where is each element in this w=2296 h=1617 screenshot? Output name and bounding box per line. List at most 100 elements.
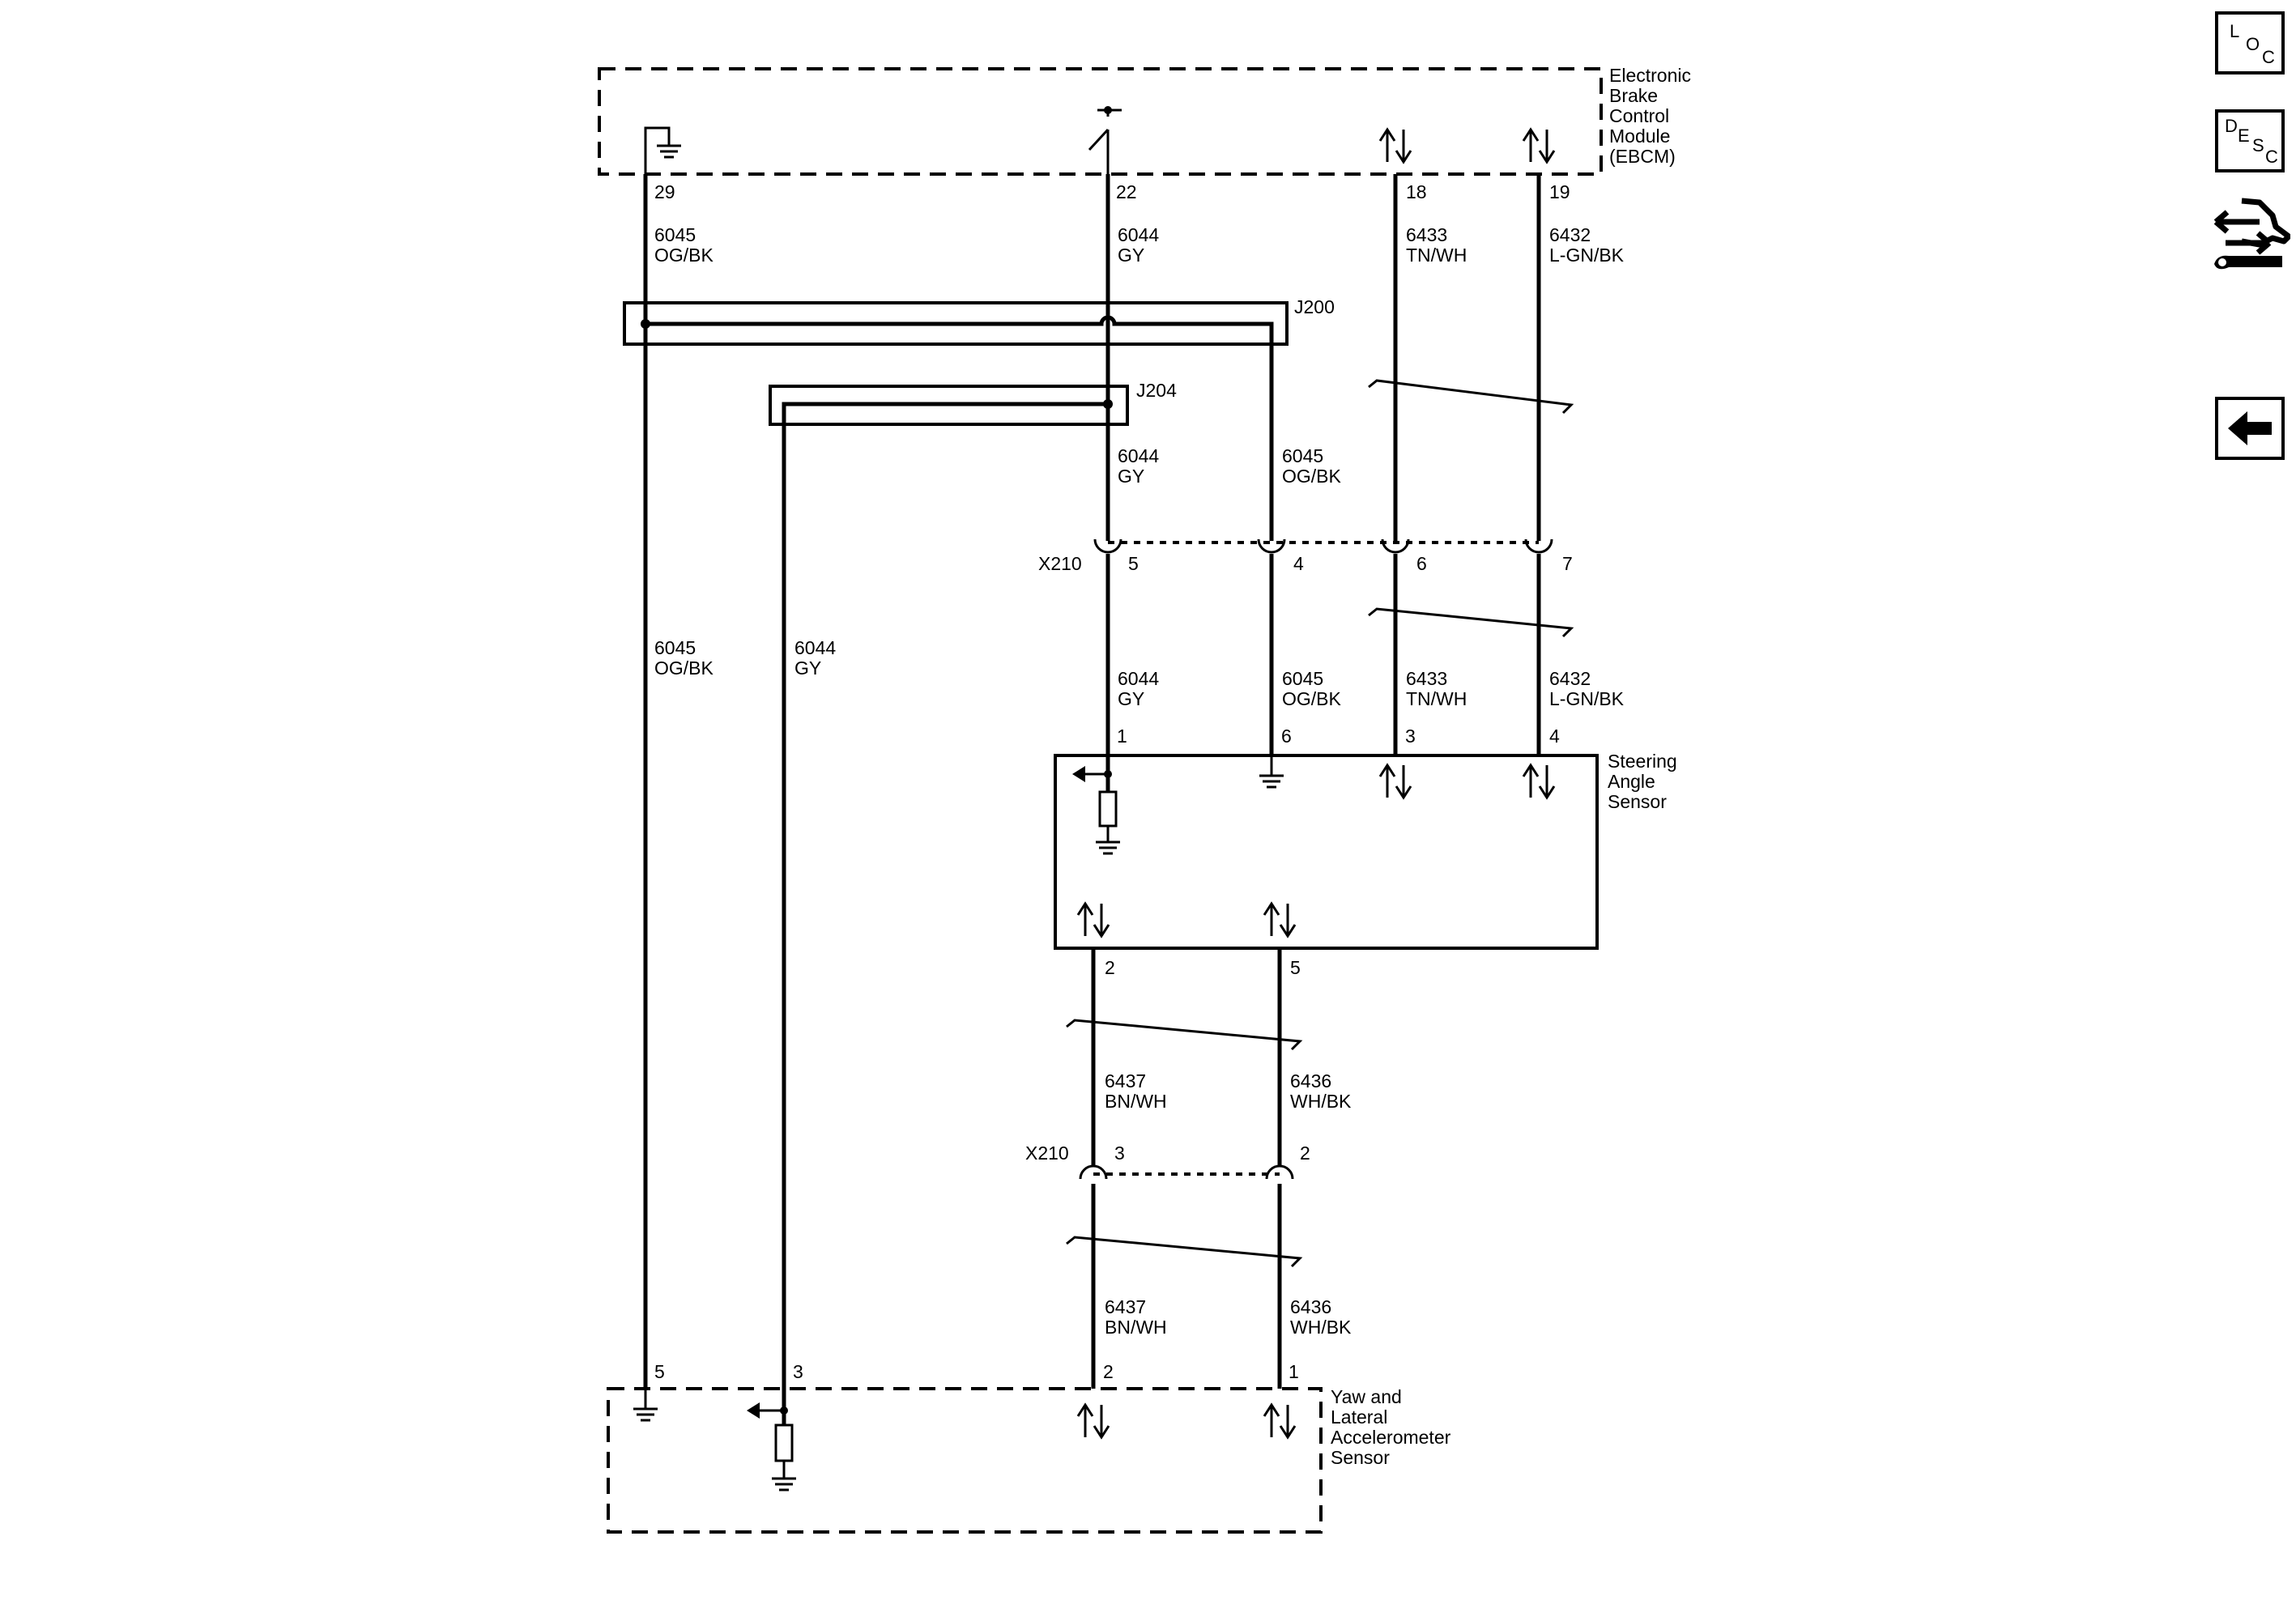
twisted-pair-marker bbox=[1368, 379, 1574, 415]
connector-repair-icon[interactable] bbox=[2209, 194, 2292, 283]
yaw-sensor-outline bbox=[607, 1387, 1323, 1534]
svg-text:Steering: Steering bbox=[1608, 751, 1677, 772]
j200-splice-pack bbox=[623, 301, 1289, 346]
ebcm-label-line2: Brake bbox=[1609, 85, 1658, 106]
svg-text:GY: GY bbox=[794, 657, 821, 679]
bidirectional-arrow-icon bbox=[1076, 1402, 1110, 1440]
wire-label-6044-sas: 6044 GY bbox=[1118, 668, 1159, 709]
back-button[interactable] bbox=[2215, 397, 2285, 460]
bidirectional-arrow-icon bbox=[1263, 1402, 1297, 1440]
ebcm-pin-29: 29 bbox=[654, 181, 675, 202]
wire-label-6045-sas: 6045 OG/BK bbox=[1282, 668, 1342, 709]
sas-pin-2: 2 bbox=[1105, 957, 1115, 978]
wire-label-6045-mid: 6045 OG/BK bbox=[1282, 445, 1342, 487]
x210-lower-label: X210 bbox=[1025, 1143, 1069, 1164]
j204-bus bbox=[782, 402, 1108, 1389]
svg-text:WH/BK: WH/BK bbox=[1290, 1091, 1352, 1112]
switch-icon bbox=[1088, 106, 1122, 174]
bidirectional-arrow-icon bbox=[1522, 763, 1556, 800]
svg-text:GY: GY bbox=[1118, 245, 1144, 266]
yaw-pin-1: 1 bbox=[1289, 1361, 1299, 1382]
wire-label-6437-lower: 6437 BN/WH bbox=[1105, 1296, 1167, 1338]
yaw-pin-2: 2 bbox=[1103, 1361, 1114, 1382]
desc-button[interactable]: D E S C bbox=[2215, 109, 2285, 172]
svg-text:TN/WH: TN/WH bbox=[1406, 245, 1467, 266]
svg-text:OG/BK: OG/BK bbox=[1282, 466, 1342, 487]
svg-text:6436: 6436 bbox=[1290, 1070, 1331, 1091]
ground-icon bbox=[1259, 757, 1284, 789]
loc-letter-c: C bbox=[2262, 47, 2275, 67]
svg-text:6045: 6045 bbox=[1282, 445, 1323, 466]
ebcm-label-line1: Electronic bbox=[1609, 65, 1691, 86]
svg-text:6432: 6432 bbox=[1549, 668, 1591, 689]
x210-upper-terminals bbox=[1093, 530, 1553, 554]
x210-pin-5: 5 bbox=[1128, 553, 1139, 574]
x210-pin-3: 3 bbox=[1114, 1143, 1125, 1164]
svg-text:6045: 6045 bbox=[1282, 668, 1323, 689]
svg-text:6045: 6045 bbox=[654, 224, 696, 245]
ebcm-label-line5: (EBCM) bbox=[1609, 146, 1676, 167]
svg-text:6044: 6044 bbox=[1118, 224, 1159, 245]
svg-text:GY: GY bbox=[1118, 466, 1144, 487]
svg-text:6432: 6432 bbox=[1549, 224, 1591, 245]
wire-label-6044-left: 6044 GY bbox=[794, 637, 836, 679]
wire-label-6432-top: 6432 L-GN/BK bbox=[1549, 224, 1625, 266]
j204-label: J204 bbox=[1136, 380, 1177, 401]
x210-upper-label: X210 bbox=[1038, 553, 1082, 574]
loc-button[interactable]: L O C bbox=[2215, 11, 2285, 74]
x210-lower-terminals bbox=[1079, 1164, 1294, 1180]
twisted-pair-marker bbox=[1066, 1236, 1303, 1268]
svg-text:TN/WH: TN/WH bbox=[1406, 688, 1467, 709]
svg-text:6044: 6044 bbox=[794, 637, 836, 658]
svg-text:Accelerometer: Accelerometer bbox=[1331, 1427, 1451, 1448]
bidirectional-arrow-icon bbox=[1378, 763, 1412, 800]
x210-pin-2: 2 bbox=[1300, 1143, 1310, 1164]
loc-letter-l: L bbox=[2230, 21, 2240, 41]
svg-text:L-GN/BK: L-GN/BK bbox=[1549, 245, 1625, 266]
wire-label-6433-sas: 6433 TN/WH bbox=[1406, 668, 1467, 709]
svg-text:Angle: Angle bbox=[1608, 771, 1655, 792]
svg-text:6433: 6433 bbox=[1406, 668, 1447, 689]
resistor-to-ground-icon bbox=[1072, 757, 1120, 855]
svg-text:6433: 6433 bbox=[1406, 224, 1447, 245]
svg-text:OG/BK: OG/BK bbox=[654, 657, 714, 679]
ebcm-pin-19: 19 bbox=[1549, 181, 1570, 202]
svg-text:6044: 6044 bbox=[1118, 445, 1159, 466]
yaw-pin-5: 5 bbox=[654, 1361, 665, 1382]
bidirectional-arrow-icon bbox=[1378, 127, 1412, 164]
svg-text:6437: 6437 bbox=[1105, 1296, 1146, 1317]
bidirectional-arrow-icon bbox=[1522, 127, 1556, 164]
svg-text:6045: 6045 bbox=[654, 637, 696, 658]
x210-pin-4: 4 bbox=[1293, 553, 1304, 574]
twisted-pair-marker bbox=[1368, 607, 1574, 638]
loc-letter-o: O bbox=[2246, 34, 2260, 54]
svg-text:BN/WH: BN/WH bbox=[1105, 1091, 1167, 1112]
svg-text:OG/BK: OG/BK bbox=[654, 245, 714, 266]
svg-text:6436: 6436 bbox=[1290, 1296, 1331, 1317]
ebcm-label-line4: Module bbox=[1609, 126, 1670, 147]
svg-text:Sensor: Sensor bbox=[1608, 791, 1667, 812]
resistor-to-ground-icon bbox=[747, 1389, 796, 1491]
sas-pin-3: 3 bbox=[1405, 726, 1416, 747]
desc-letter-s: S bbox=[2252, 135, 2264, 155]
svg-text:WH/BK: WH/BK bbox=[1290, 1317, 1352, 1338]
ebcm-pin-22: 22 bbox=[1116, 181, 1137, 202]
sas-label: Steering Angle Sensor bbox=[1608, 751, 1677, 812]
ebcm-label: Electronic Brake Control Module (EBCM) bbox=[1609, 65, 1691, 167]
svg-text:BN/WH: BN/WH bbox=[1105, 1317, 1167, 1338]
desc-letter-d: D bbox=[2225, 116, 2238, 136]
svg-text:Yaw and: Yaw and bbox=[1331, 1386, 1402, 1407]
desc-letter-c: C bbox=[2265, 147, 2278, 167]
twisted-pair-marker bbox=[1066, 1019, 1303, 1051]
ebcm-label-line3: Control bbox=[1609, 105, 1669, 126]
wire-label-6045-left: 6045 OG/BK bbox=[654, 637, 714, 679]
wire-label-6045-top: 6045 OG/BK bbox=[654, 224, 714, 266]
sas-pin-1: 1 bbox=[1117, 726, 1127, 747]
desc-letter-e: E bbox=[2238, 126, 2250, 146]
wire-label-6044-mid: 6044 GY bbox=[1118, 445, 1159, 487]
svg-text:OG/BK: OG/BK bbox=[1282, 688, 1342, 709]
sas-pin-4: 4 bbox=[1549, 726, 1560, 747]
wire-label-6044-top: 6044 GY bbox=[1118, 224, 1159, 266]
x210-pin-6: 6 bbox=[1416, 553, 1427, 574]
